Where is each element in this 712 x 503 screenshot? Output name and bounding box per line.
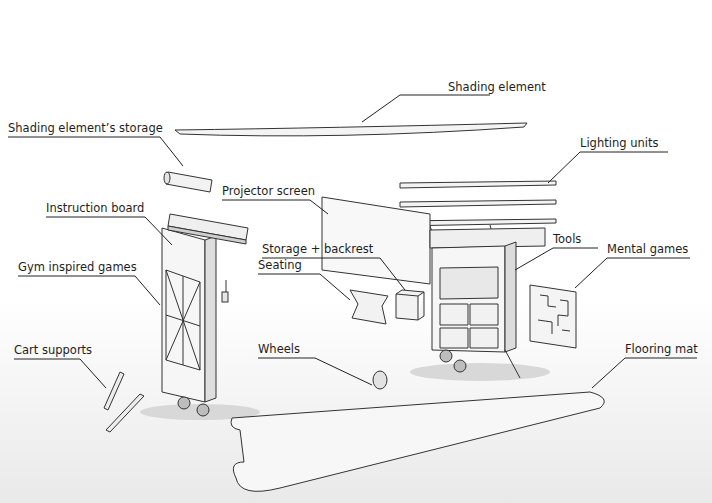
leader-lines [8,95,697,388]
cylinder-end [164,172,170,184]
leader-line [46,217,172,245]
callout-label: Tools [553,232,581,246]
projector-screen [322,197,430,284]
gym-pattern [166,270,200,370]
callout-label: Flooring mat [625,342,698,356]
ground [0,300,712,503]
games-panel [530,285,576,348]
light-slab [400,200,556,207]
cart-side [205,236,216,402]
leader-line [258,274,350,300]
leader-line [8,137,183,166]
left-cart [162,214,248,416]
callout-label: Shading element [448,80,546,94]
right-cart [432,242,520,378]
flooring-mat [231,392,604,491]
mental-games-panel [530,285,576,348]
callout-label: Storage + backrest [262,242,373,256]
callout-label: Mental games [607,242,688,256]
tool-shelf [440,267,498,299]
hook [222,292,228,302]
gym-panel [166,270,200,370]
storage-cylinder [166,172,212,192]
cart-front [432,246,505,352]
leader-line [548,152,668,183]
cart-front [162,228,205,402]
light-slab [400,181,556,188]
shadow [410,363,550,381]
leader-line [18,276,160,305]
wheel [454,360,466,372]
leader-line [258,358,372,385]
callout-label: Projector screen [222,184,315,198]
wheel [440,350,452,362]
support-leg [505,350,520,378]
callout-label: Cart supports [14,343,92,357]
wheel [197,404,209,416]
cart-supports [104,372,144,432]
top-rod [430,228,545,248]
maze [538,295,570,334]
support-leg [106,394,144,432]
cart-side [505,242,516,352]
leader-line [575,258,690,288]
callout-label: Gym inspired games [18,260,137,274]
board-edge [168,226,246,244]
loose-wheel [373,371,387,389]
leader-line [14,359,106,388]
leader-line [362,95,490,122]
wheel [178,397,190,409]
callout-label: Seating [258,258,302,272]
callout-label: Shading element’s storage [8,121,163,135]
shading-element [175,123,527,136]
seating [350,290,388,324]
callout-label: Lighting units [580,136,658,150]
drawers [440,304,498,348]
support-leg [104,372,124,410]
storage-box [396,290,424,320]
callout-label: Instruction board [46,201,144,215]
leader-line [515,248,598,270]
leader-line [222,200,328,214]
callout-label: Wheels [258,342,300,356]
leader-line [592,358,697,388]
